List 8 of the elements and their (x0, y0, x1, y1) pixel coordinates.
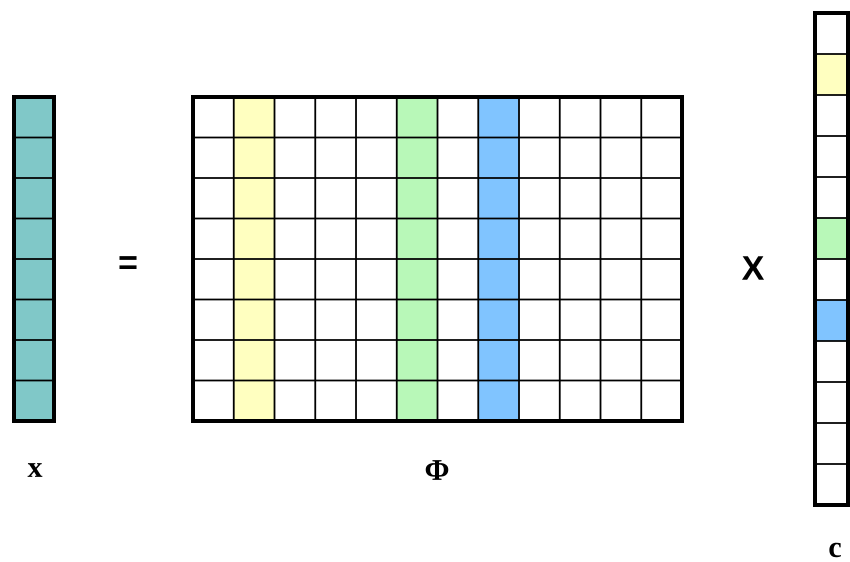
matrix-drawing (12, 95, 56, 423)
matrix-drawing (191, 95, 684, 423)
matrix-label: c (829, 542, 841, 558)
matrix-label: x (28, 463, 42, 477)
operator-sign: X (742, 256, 764, 280)
matrix-label: Φ (426, 460, 448, 480)
matrix-drawing (813, 11, 850, 507)
operator-sign: = (120, 256, 137, 270)
